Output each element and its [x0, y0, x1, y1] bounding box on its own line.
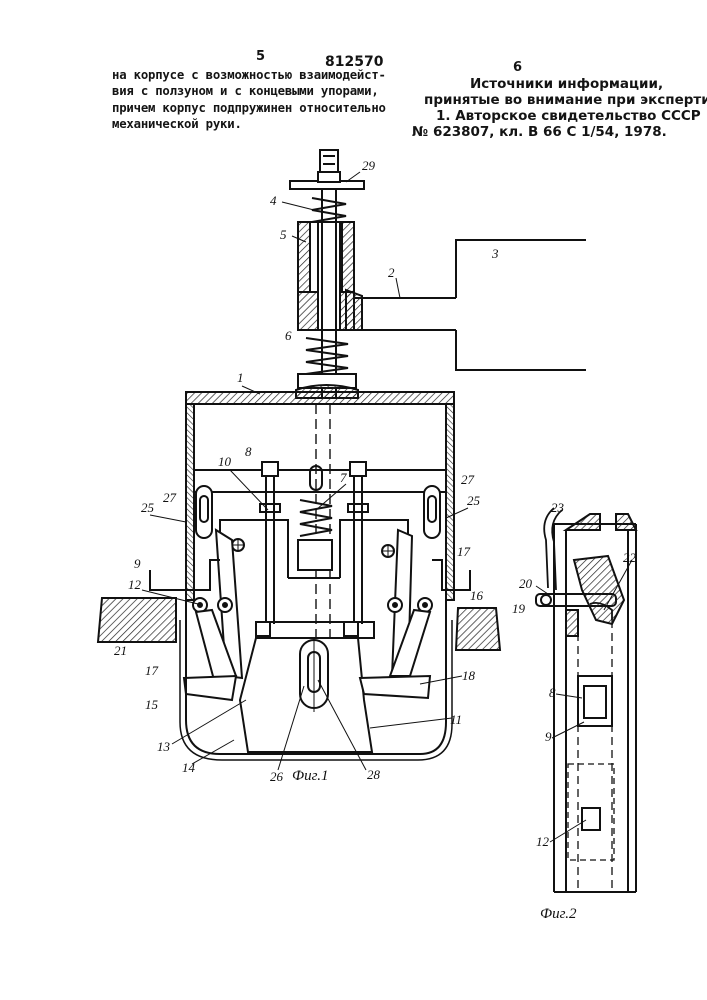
svg-text:7: 7 [340, 470, 347, 485]
svg-text:20: 20 [519, 576, 533, 591]
svg-text:22: 22 [623, 550, 637, 565]
svg-text:29: 29 [362, 158, 376, 173]
svg-text:9: 9 [134, 556, 141, 571]
svg-text:5: 5 [280, 227, 287, 242]
svg-text:2: 2 [388, 265, 395, 280]
svg-text:12: 12 [536, 834, 550, 849]
svg-text:13: 13 [157, 739, 171, 754]
svg-text:28: 28 [367, 767, 381, 782]
svg-text:8: 8 [549, 685, 556, 700]
svg-text:8: 8 [245, 444, 252, 459]
svg-text:27: 27 [163, 490, 177, 505]
svg-text:23: 23 [551, 500, 565, 515]
svg-text:11: 11 [450, 712, 462, 727]
figure-1 [98, 150, 586, 760]
svg-text:1: 1 [237, 370, 244, 385]
figure-1-caption: Фиг.1 [292, 768, 328, 784]
svg-text:6: 6 [285, 328, 292, 343]
svg-text:17: 17 [457, 544, 471, 559]
svg-text:3: 3 [491, 246, 499, 261]
svg-text:27: 27 [461, 472, 475, 487]
svg-text:18: 18 [462, 668, 476, 683]
figure-2-caption: Фиг.2 [540, 906, 577, 922]
svg-text:25: 25 [467, 493, 481, 508]
svg-text:19: 19 [512, 601, 526, 616]
figure-2 [536, 508, 636, 892]
svg-text:9: 9 [545, 729, 552, 744]
svg-text:17: 17 [145, 663, 159, 678]
svg-text:21: 21 [114, 643, 127, 658]
svg-text:26: 26 [270, 769, 284, 784]
svg-text:4: 4 [270, 193, 277, 208]
svg-text:15: 15 [145, 697, 159, 712]
svg-text:16: 16 [470, 588, 484, 603]
svg-text:14: 14 [182, 760, 196, 775]
svg-text:10: 10 [218, 454, 232, 469]
svg-text:12: 12 [128, 577, 142, 592]
svg-text:25: 25 [141, 500, 155, 515]
